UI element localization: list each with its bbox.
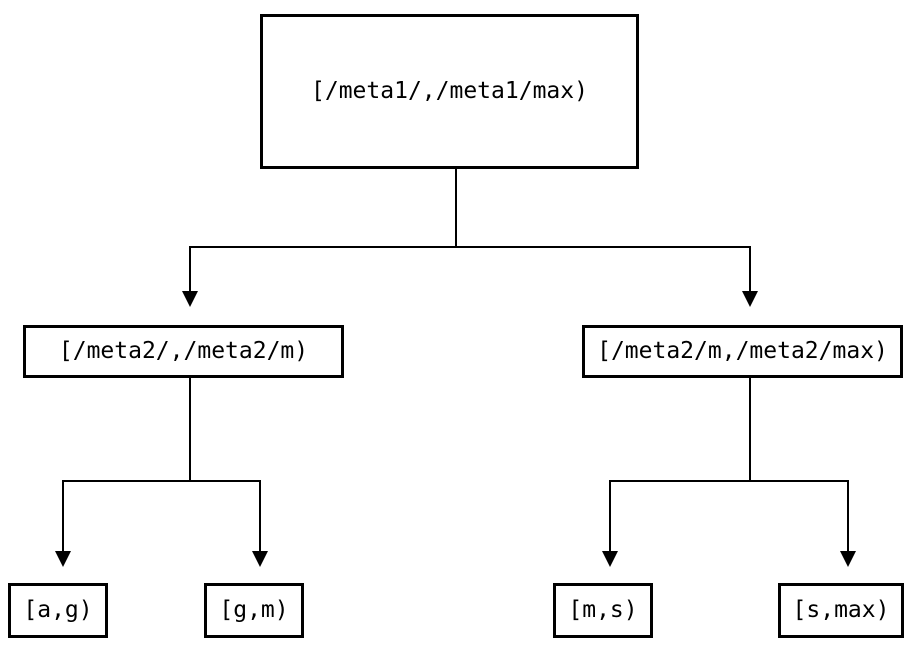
edge-level2-left-branch	[61, 479, 262, 483]
node-leaf-g-m: [g,m)	[204, 583, 304, 638]
arrow-down-icon	[742, 291, 758, 307]
edge-level2-right-branch	[608, 479, 850, 483]
edge-to-leaf-g-m	[258, 479, 262, 552]
arrow-down-icon	[55, 551, 71, 567]
node-leaf-m-s: [m,s)	[553, 583, 653, 638]
edge-root-to-meta2-low	[188, 245, 192, 292]
node-leaf-a-g: [a,g)	[8, 583, 108, 638]
arrow-down-icon	[840, 551, 856, 567]
arrow-down-icon	[602, 551, 618, 567]
edge-root-stem	[454, 169, 458, 247]
arrow-down-icon	[182, 291, 198, 307]
edge-to-leaf-m-s	[608, 479, 612, 552]
node-meta1-range: [/meta1/,/meta1/max)	[260, 14, 639, 169]
edge-meta2-high-stem	[748, 378, 752, 482]
node-leaf-s-max: [s,max)	[778, 583, 904, 638]
edge-root-to-meta2-high	[748, 245, 752, 292]
edge-meta2-low-stem	[188, 378, 192, 482]
edge-level1-branch	[188, 245, 752, 248]
node-meta2-low-range: [/meta2/,/meta2/m)	[23, 325, 344, 378]
edge-to-leaf-a-g	[61, 479, 65, 552]
edge-to-leaf-s-max	[846, 479, 850, 552]
arrow-down-icon	[252, 551, 268, 567]
node-meta2-high-range: [/meta2/m,/meta2/max)	[582, 325, 903, 378]
